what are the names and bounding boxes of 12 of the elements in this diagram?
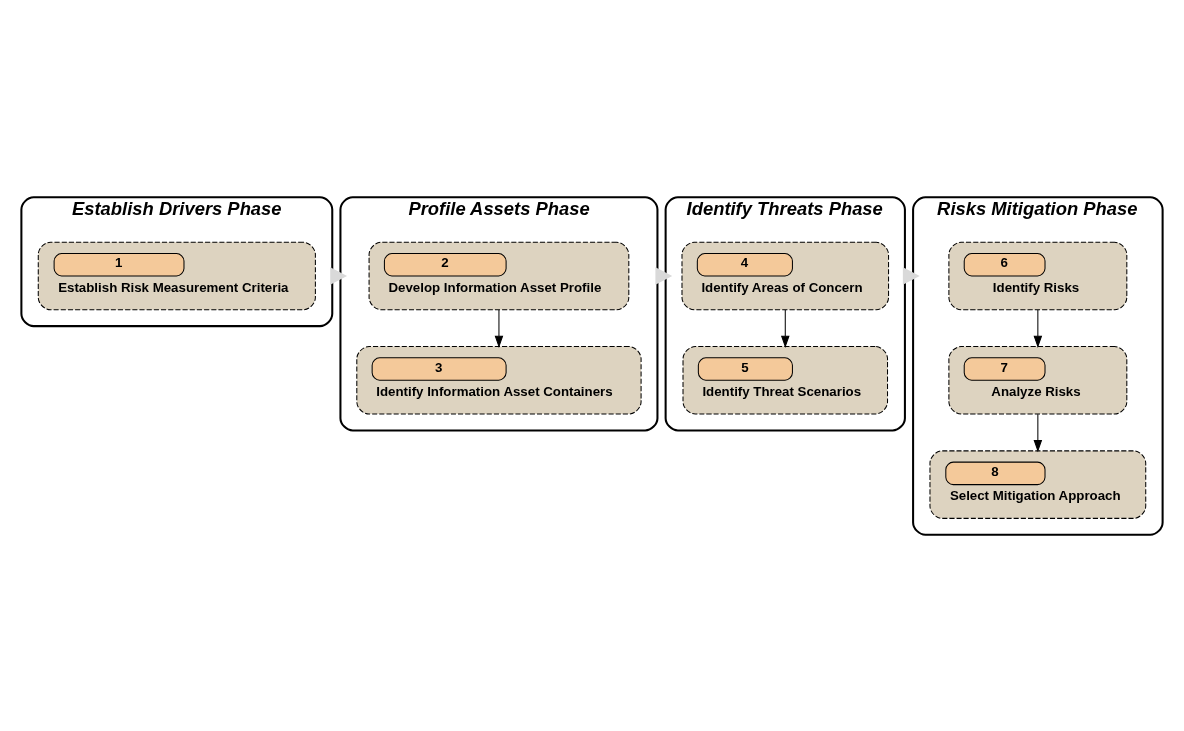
arrow	[494, 308, 504, 348]
arrow	[780, 308, 790, 348]
node-box: 4 Identify Areas of Concern	[681, 241, 890, 310]
node-box: 6 Identify Risks	[948, 241, 1128, 310]
node-box: 5 Identify Threat Scenarios	[682, 345, 889, 415]
arrow	[1033, 308, 1043, 348]
arrow	[1033, 413, 1043, 452]
node-box: 8 Select Mitigation Approach	[929, 449, 1147, 519]
node-box: 7 Analyze Risks	[948, 345, 1128, 415]
node-box: 1 Establish Risk Measurement Criteria	[37, 241, 316, 310]
node-box: 3 Identify Information Asset Containers	[356, 345, 642, 415]
node-box: 2 Develop Information Asset Profile	[368, 241, 630, 310]
